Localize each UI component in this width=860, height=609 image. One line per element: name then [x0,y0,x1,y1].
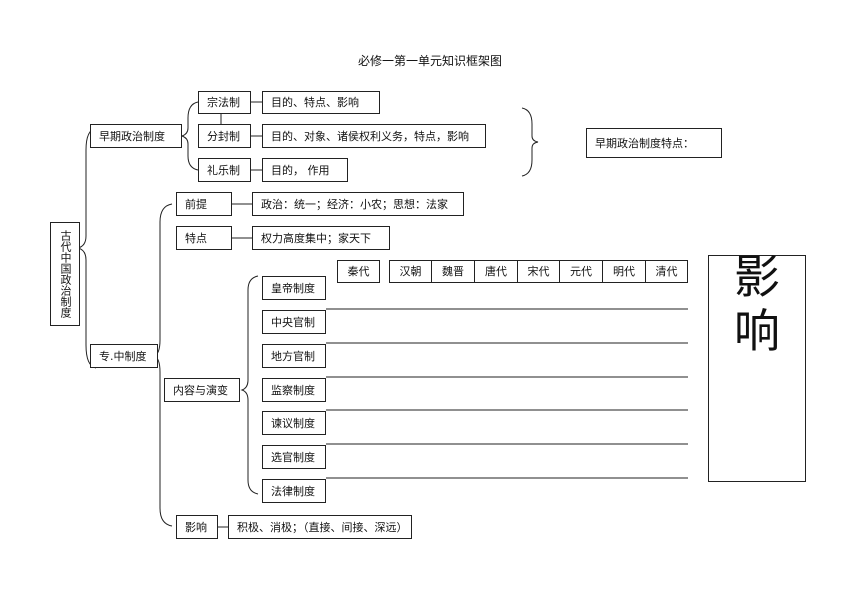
root-label: 古代中国政治制度 [59,230,72,318]
fenfeng-node: 分封制 [198,124,251,148]
diagram-title: 必修一第一单元知识框架图 [357,54,502,68]
fenfeng-detail: 目的、对象、诸侯权利义务，特点，影响 [262,124,486,148]
early-system-node: 早期政治制度 [90,124,182,148]
system-remonstrance: 谏议制度 [262,411,326,435]
dynasty-tang: 唐代 [474,260,518,283]
liyue-node: 礼乐制 [198,158,251,182]
dynasty-qing: 清代 [645,260,688,283]
influence-panel [708,255,806,482]
system-central: 中央官制 [262,310,326,334]
influence-char-1: 影 [734,250,780,304]
system-local: 地方官制 [262,344,326,368]
influence-text: 影 响 [708,250,806,358]
system-supervision: 监察制度 [262,378,326,402]
zongfa-detail: 目的、特点、影响 [262,91,380,114]
impact-detail: 积极、消极；（直接、间接、深远） [228,515,412,539]
dynasty-weijin: 魏晋 [431,260,475,283]
premise-detail: 政治：统一；经济：小农；思想：法家 [252,192,464,216]
liyue-detail: 目的， 作用 [262,158,348,182]
dynasty-ming: 明代 [602,260,646,283]
zongfa-node: 宗法制 [198,91,251,114]
content-node: 内容与演变 [164,378,240,402]
system-selection: 选官制度 [262,445,326,469]
system-law: 法律制度 [262,479,326,503]
dynasty-yuan: 元代 [559,260,603,283]
dynasty-song: 宋代 [517,260,560,283]
root-node: 古代中国政治制度 [50,222,80,326]
dynasty-qin: 秦代 [337,260,380,283]
impact-node: 影响 [176,515,218,539]
feature-node: 特点 [176,226,232,250]
dynasty-han: 汉朝 [389,260,432,283]
feature-detail: 权力高度集中；家天下 [252,226,390,250]
early-summary-box: 早期政治制度特点： [586,128,722,158]
premise-node: 前提 [176,192,232,216]
autocracy-node: 专.中制度 [90,344,158,368]
influence-char-2: 响 [734,304,780,358]
system-emperor: 皇帝制度 [262,276,326,300]
